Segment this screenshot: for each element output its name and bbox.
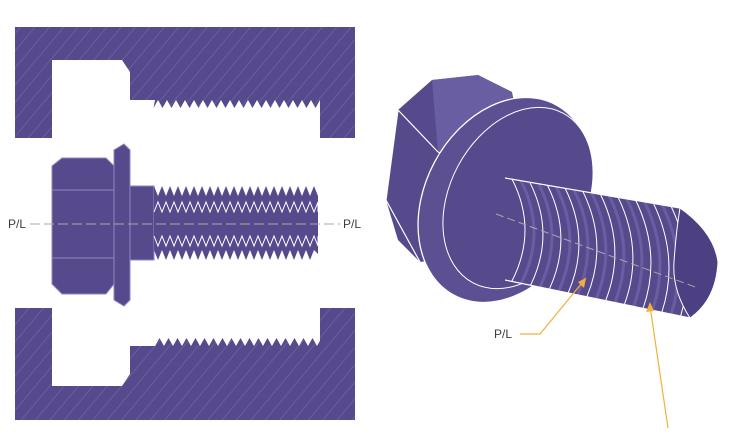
thread-ridge bbox=[653, 203, 670, 313]
threaded-shank bbox=[154, 186, 318, 260]
collar bbox=[129, 185, 155, 261]
thread-ridge bbox=[546, 184, 562, 289]
shank-end-cap bbox=[673, 207, 719, 319]
thread-ridge bbox=[607, 195, 626, 303]
thread-ridge bbox=[635, 200, 652, 309]
thread-ridges bbox=[511, 178, 698, 318]
bolt-3d-view: P/L bbox=[385, 75, 719, 429]
shank-outline bbox=[504, 177, 691, 319]
section-view: P/L P/L bbox=[8, 27, 361, 420]
upper-mold-half bbox=[15, 27, 355, 138]
leader-arrowhead-1 bbox=[578, 278, 586, 288]
leader-arrowhead-2 bbox=[646, 302, 654, 312]
thread-root-top bbox=[153, 200, 319, 214]
parting-line-label-left: P/L bbox=[8, 217, 26, 231]
hex-head bbox=[51, 157, 115, 295]
thread-root-bottom bbox=[153, 234, 319, 248]
leader-line-2 bbox=[649, 305, 669, 429]
lower-mold-half bbox=[15, 308, 355, 420]
thread-ridge bbox=[554, 185, 572, 292]
thread-ridge bbox=[599, 194, 616, 301]
thread-ridge bbox=[529, 181, 544, 286]
bolt-section bbox=[51, 143, 319, 307]
thread-ridge bbox=[617, 197, 634, 305]
parting-line-label-right: P/L bbox=[343, 217, 361, 231]
thread-ridge bbox=[564, 187, 580, 293]
thread-ridge bbox=[519, 179, 536, 284]
thread-ridge bbox=[537, 182, 554, 288]
thread-ridge bbox=[511, 178, 526, 282]
thread-ridge bbox=[625, 198, 644, 307]
thread-ridge bbox=[582, 190, 598, 297]
flange bbox=[113, 143, 131, 307]
parting-line-label-3d: P/L bbox=[494, 327, 512, 341]
thread-ridge bbox=[643, 201, 662, 311]
leader-line-1 bbox=[520, 277, 587, 335]
thread-ridge bbox=[590, 192, 608, 300]
